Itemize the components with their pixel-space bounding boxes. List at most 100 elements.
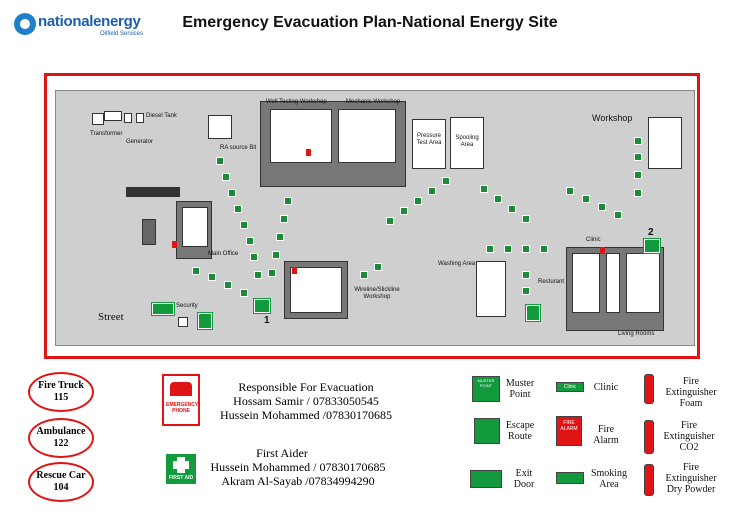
escape-arrow-icon — [522, 245, 530, 253]
muster-point-2-label: 2 — [648, 227, 654, 238]
first-aider-line-1: Hussein Mohammed / 07830170685 — [210, 460, 386, 474]
escape-arrow-icon — [486, 245, 494, 253]
resturant-label: Resturant — [538, 279, 565, 285]
first-aid-text: FIRST AID — [168, 475, 194, 481]
escape-arrow-icon — [224, 281, 232, 289]
escape-arrow-icon — [240, 289, 248, 297]
generator-box-2 — [124, 113, 132, 123]
contact-rescue-car: Rescue Car 104 — [28, 462, 94, 502]
washing-area — [476, 261, 506, 317]
diesel-tank-box — [136, 113, 144, 123]
escape-arrow-icon — [480, 185, 488, 193]
escape-arrow-icon — [522, 215, 530, 223]
street-label: Street — [98, 311, 124, 323]
escape-arrow-icon — [360, 271, 368, 279]
escape-arrow-icon — [216, 157, 224, 165]
escape-arrow-icon — [522, 287, 530, 295]
legend-muster-point: Muster Point — [505, 378, 535, 400]
muster-point-icon: MUSTER POINT — [472, 376, 500, 402]
site-plan-frame: Diesel Tank Transformer Generator RA sou… — [44, 73, 700, 359]
pressure-test-label: Pressure Test Area — [416, 133, 442, 146]
fire-alarm-icon — [172, 241, 177, 248]
escape-arrow-icon — [374, 263, 382, 271]
escape-arrow-icon — [634, 189, 642, 197]
well-testing-label: Well Testing Workshop — [266, 99, 327, 105]
extinguisher-co2-icon — [644, 420, 654, 454]
escape-arrow-icon — [272, 251, 280, 259]
diesel-tank-label: Diesel Tank — [146, 113, 177, 119]
smoking-area-legend-icon — [556, 472, 584, 484]
exit-door-legend-icon — [470, 470, 502, 488]
legend-extinguisher-powder: Fire Extinguisher Dry Powder — [665, 462, 717, 495]
escape-arrow-icon — [280, 215, 288, 223]
escape-arrow-icon — [540, 245, 548, 253]
escape-arrow-icon — [386, 217, 394, 225]
clinic-sign-text: Clinic — [563, 384, 577, 390]
ra-source-building — [208, 115, 232, 139]
muster-point-1-icon — [254, 299, 270, 313]
generator-label: Generator — [126, 139, 154, 145]
security-booth — [178, 317, 188, 327]
parking-area — [126, 187, 180, 197]
escape-arrow-icon — [240, 221, 248, 229]
transformer-box — [92, 113, 104, 125]
site-area: Diesel Tank Transformer Generator RA sou… — [55, 90, 695, 346]
contact-number: 122 — [53, 438, 69, 449]
escape-arrow-icon — [634, 137, 642, 145]
muster-point-1-label: 1 — [264, 315, 270, 326]
logo-mark-icon — [14, 13, 36, 35]
escape-route-legend-icon — [474, 418, 500, 444]
responsible-line-1: Hossam Samir / 07833050545 — [233, 394, 379, 408]
mechanic-workshop — [338, 109, 396, 163]
escape-arrow-icon — [494, 195, 502, 203]
emergency-phone-sign: EMERGENCY PHONE — [162, 374, 200, 426]
living-rooms-building — [626, 253, 660, 313]
living-rooms-label: Living Rooms — [618, 331, 655, 337]
clinic-building — [606, 253, 620, 313]
clinic-legend-icon: Clinic — [556, 382, 584, 392]
responsible-heading: Responsible For Evacuation — [238, 380, 374, 394]
escape-arrow-icon — [246, 237, 254, 245]
escape-arrow-icon — [504, 245, 512, 253]
ra-source-label: RA source Bit — [220, 145, 257, 151]
main-office-label: Main Office — [208, 251, 239, 257]
escape-arrow-icon — [598, 203, 606, 211]
company-logo: nationalenergy Oilfield Services — [14, 12, 154, 42]
first-aid-sign: FIRST AID — [166, 454, 196, 484]
clinic-label: Clinic — [586, 237, 601, 243]
escape-arrow-icon — [254, 271, 262, 279]
escape-arrow-icon — [508, 205, 516, 213]
first-aider-heading: First Aider — [256, 446, 308, 460]
escape-route-icon — [198, 313, 212, 329]
legend-smoking-area: Smoking Area — [590, 468, 628, 490]
workshop-building — [648, 117, 682, 169]
muster-point-2-icon — [644, 239, 660, 253]
security-label: Security — [176, 303, 198, 309]
contact-number: 104 — [53, 482, 69, 493]
escape-arrow-icon — [566, 187, 574, 195]
wireline-workshop — [290, 267, 342, 313]
fire-alarm-icon — [600, 247, 605, 254]
spooling-area — [450, 117, 484, 169]
emergency-phone-text: EMERGENCY PHONE — [166, 402, 199, 414]
fire-alarm-icon — [306, 149, 311, 156]
escape-arrow-icon — [582, 195, 590, 203]
escape-route-icon — [526, 305, 540, 321]
escape-arrow-icon — [284, 197, 292, 205]
muster-sign-text: MUSTER POINT — [477, 378, 495, 388]
escape-arrow-icon — [192, 267, 200, 275]
legend-extinguisher-co2: Fire Extinguisher CO2 — [663, 420, 715, 453]
fire-alarm-icon — [292, 267, 297, 274]
contact-name: Rescue Car — [36, 470, 86, 481]
first-aid-cross-bar — [173, 461, 189, 469]
washing-label: Washing Area — [438, 261, 476, 267]
contact-name: Fire Truck — [38, 380, 84, 391]
vehicle-icon — [142, 219, 156, 245]
spooling-label: Spooling Area — [455, 135, 479, 148]
responsible-line-2: Hussein Mohammed /07830170685 — [220, 408, 392, 422]
contact-ambulance: Ambulance 122 — [28, 418, 94, 458]
escape-arrow-icon — [400, 207, 408, 215]
escape-arrow-icon — [228, 189, 236, 197]
page-title: Emergency Evacuation Plan-National Energ… — [182, 14, 558, 31]
escape-arrow-icon — [634, 171, 642, 179]
